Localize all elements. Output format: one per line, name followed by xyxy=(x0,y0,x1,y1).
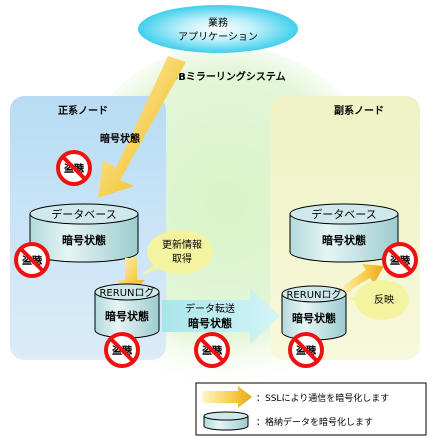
secondary-database-cylinder xyxy=(289,203,399,263)
application-ellipse xyxy=(138,5,298,53)
no-eavesdrop-sign-secondary-log: 盗聴 xyxy=(288,332,324,368)
update-info-bubble xyxy=(140,230,213,276)
secondary-node-title: 副系ノード xyxy=(334,104,384,117)
transfer-label-line2: 暗号状態 xyxy=(188,316,232,330)
application-label-line2: アプリケーション xyxy=(178,31,258,43)
reflect-label: 反映 xyxy=(374,294,394,306)
system-label: DBミラーリングシステム xyxy=(170,70,286,83)
secondary-rerun-log-state: 暗号状態 xyxy=(292,311,336,325)
secondary-rerun-log-cylinder xyxy=(281,285,347,341)
data-transfer-arrow xyxy=(162,288,280,344)
legend-storage-text: ：格納データを暗号化します xyxy=(256,416,373,428)
reflect-arrow xyxy=(338,264,384,296)
primary-database-state: 暗号状態 xyxy=(62,233,106,247)
application-label-line1: 業務 xyxy=(208,16,228,29)
legend-ssl-text: ：SSLにより通信を暗号化します xyxy=(256,392,389,404)
reflect-bubble xyxy=(348,280,409,320)
ssl-arrow-app-to-db xyxy=(98,56,186,198)
no-eavesdrop-sign-primary-log: 盗聴 xyxy=(104,332,140,368)
legend-ssl-arrow-icon xyxy=(202,386,252,408)
primary-database-label: データベース xyxy=(51,207,116,221)
no-eavesdrop-sign-secondary-db: 盗聴 xyxy=(382,242,418,278)
transfer-label-line1: データ転送 xyxy=(185,302,235,315)
secondary-rerun-log-label: RERUNログ xyxy=(286,288,341,301)
legend-cylinder-icon xyxy=(203,411,249,431)
update-info-line1: 更新情報 xyxy=(162,238,202,251)
primary-node-title: 正系ノード xyxy=(58,104,108,117)
no-eavesdrop-sign-ssl-link: 盗聴 xyxy=(56,150,92,186)
primary-rerun-log-state: 暗号状態 xyxy=(105,309,149,323)
primary-rerun-log-label: RERUNログ xyxy=(99,286,154,299)
legend: ：SSLにより通信を暗号化します ：格納データを暗号化します xyxy=(195,382,427,436)
update-info-line2: 取得 xyxy=(172,253,192,265)
no-eavesdrop-sign-primary-db: 盗聴 xyxy=(14,242,50,278)
secondary-database-label: データベース xyxy=(311,207,376,221)
no-eavesdrop-sign-transfer: 盗聴 xyxy=(194,332,230,368)
secondary-database-state: 暗号状態 xyxy=(322,233,366,247)
primary-encrypted-state: 暗号状態 xyxy=(100,132,140,145)
